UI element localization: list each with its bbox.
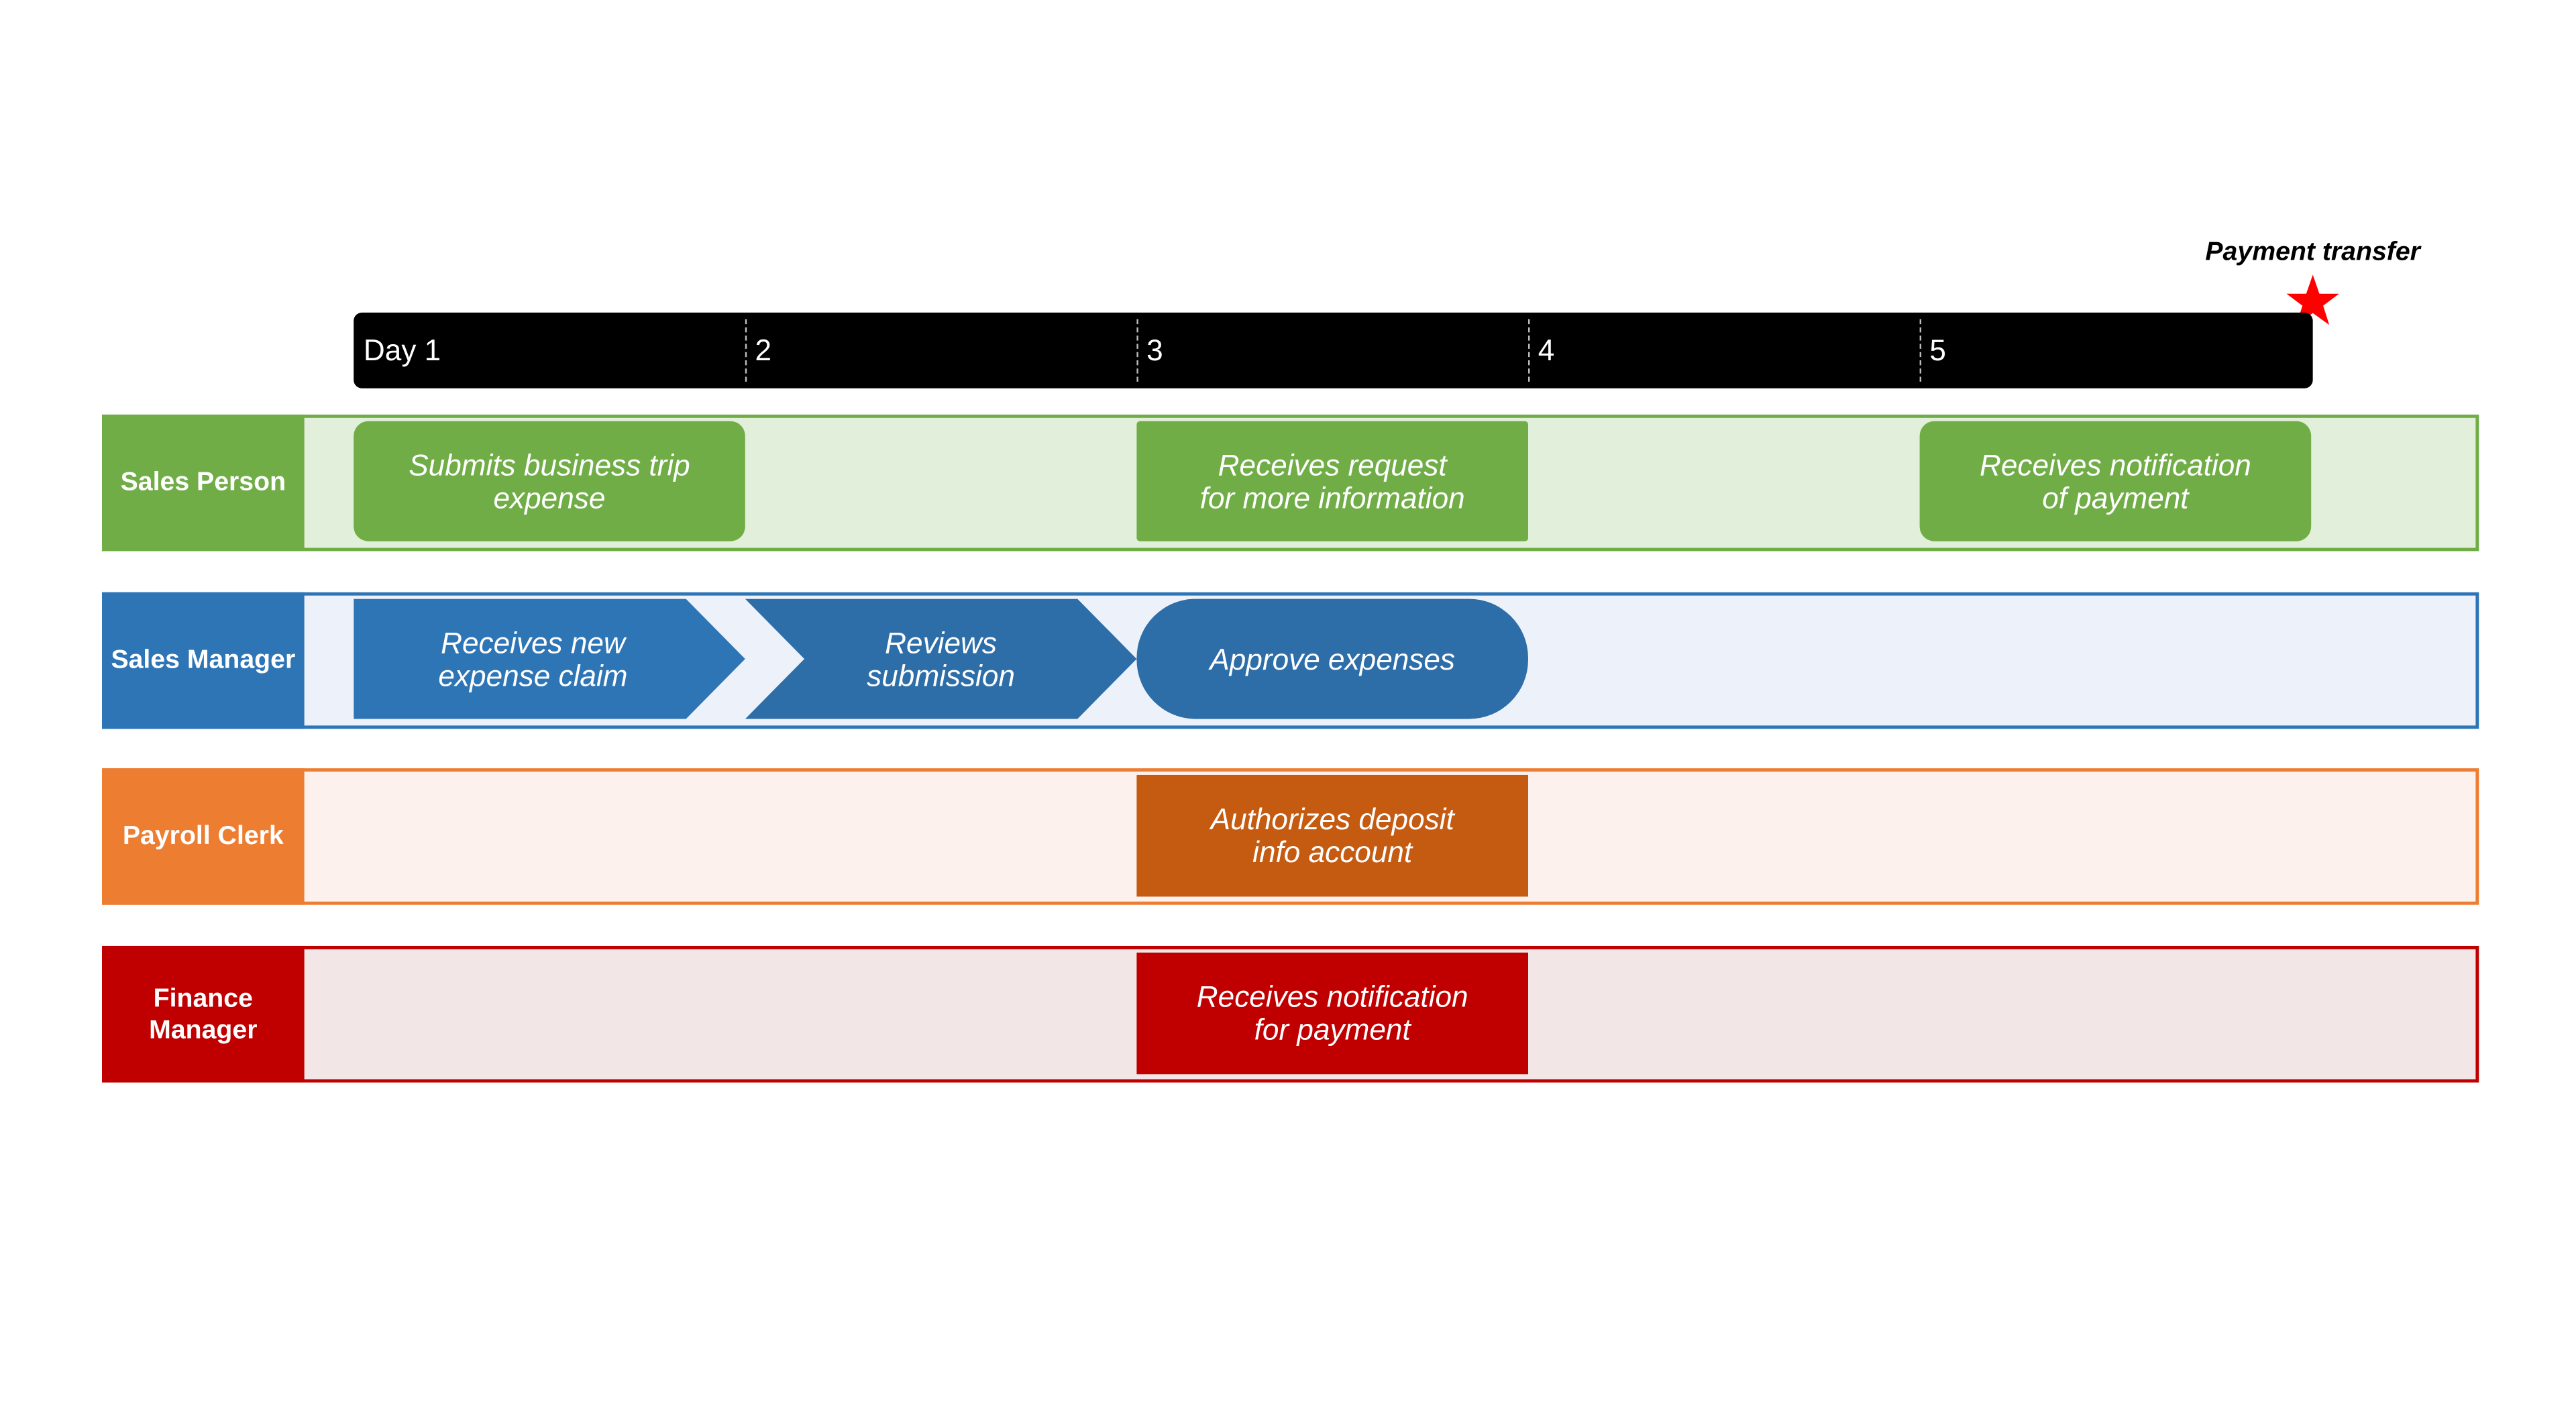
task-authorizes-deposit: Authorizes deposit info account [1136,774,1529,897]
timeline-tick-day-1: Day 1 [363,333,441,367]
task-reviews-submission-label: Reviews submission [867,626,1015,692]
timeline-tick-2: 2 [745,313,943,388]
task-receives-new-claim-label: Receives new expense claim [438,626,628,692]
milestone-label: Payment transfer [2205,238,2420,267]
lane-header-finance-manager: Finance Manager [102,945,305,1083]
star-icon [2285,273,2341,329]
task-reviews-submission: Reviews submission [745,598,1137,719]
task-receives-new-claim: Receives new expense claim [354,598,745,719]
task-approve-expenses: Approve expenses [1136,598,1529,719]
timeline-tick-5: 5 [1919,313,2117,388]
task-receives-request: Receives request for more information [1136,421,1529,541]
task-submits-expense: Submits business trip expense [354,421,745,541]
task-receives-notification-payment: Receives notification of payment [1919,421,2312,541]
lane-header-sales-manager: Sales Manager [102,592,305,729]
lane-header-sales-person: Sales Person [102,414,305,552]
task-receives-notification-for-payment: Receives notification for payment [1136,952,1529,1075]
timeline-tick-4: 4 [1528,313,1725,388]
lane-header-payroll-clerk: Payroll Clerk [102,768,305,905]
timeline-tick-3: 3 [1136,313,1334,388]
timeline-bar: Day 1 2 3 4 5 [354,312,2313,388]
